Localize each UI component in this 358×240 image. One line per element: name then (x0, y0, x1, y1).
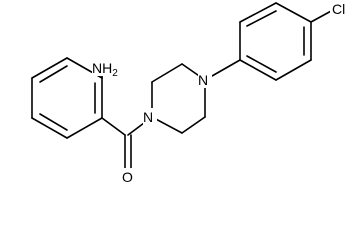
chlorophenyl-ring (239, 2, 312, 81)
bond-to-chlorine (310, 9, 334, 23)
label-mask (92, 58, 126, 76)
n4-label: N (198, 72, 208, 88)
double-bond-inner (246, 10, 277, 27)
aminophenyl-ring (31, 57, 103, 139)
double-bond-inner (39, 65, 68, 83)
chlorine-label: Cl (332, 1, 345, 17)
label-mask (120, 168, 136, 186)
atom-piperazine-n4: N (198, 70, 212, 88)
bond (31, 117, 68, 139)
bond (151, 63, 183, 83)
bond (66, 117, 103, 139)
structure-diagram: NH2 N N O Cl (31, 0, 354, 186)
label-mask (143, 108, 157, 126)
atom-amine: NH2 (92, 58, 126, 79)
bond (31, 57, 68, 79)
bond-ring-to-carbonyl (101, 117, 126, 136)
bond (239, 59, 277, 81)
bond (275, 59, 312, 81)
atom-carbonyl-oxygen: O (120, 168, 136, 186)
label-mask (198, 70, 212, 88)
bond (275, 2, 312, 23)
amine-label: NH2 (92, 60, 118, 79)
bond (239, 2, 277, 23)
double-bond-inner (246, 55, 277, 73)
molecule-drawing: NH2 N N O Cl (31, 0, 354, 186)
atom-chlorine: Cl (330, 0, 354, 18)
double-bond-inner (39, 113, 68, 131)
bond (181, 116, 206, 134)
n1-label: N (143, 109, 153, 125)
atom-piperazine-n1: N (143, 108, 157, 126)
label-mask (330, 0, 354, 18)
oxygen-label: O (122, 169, 133, 185)
